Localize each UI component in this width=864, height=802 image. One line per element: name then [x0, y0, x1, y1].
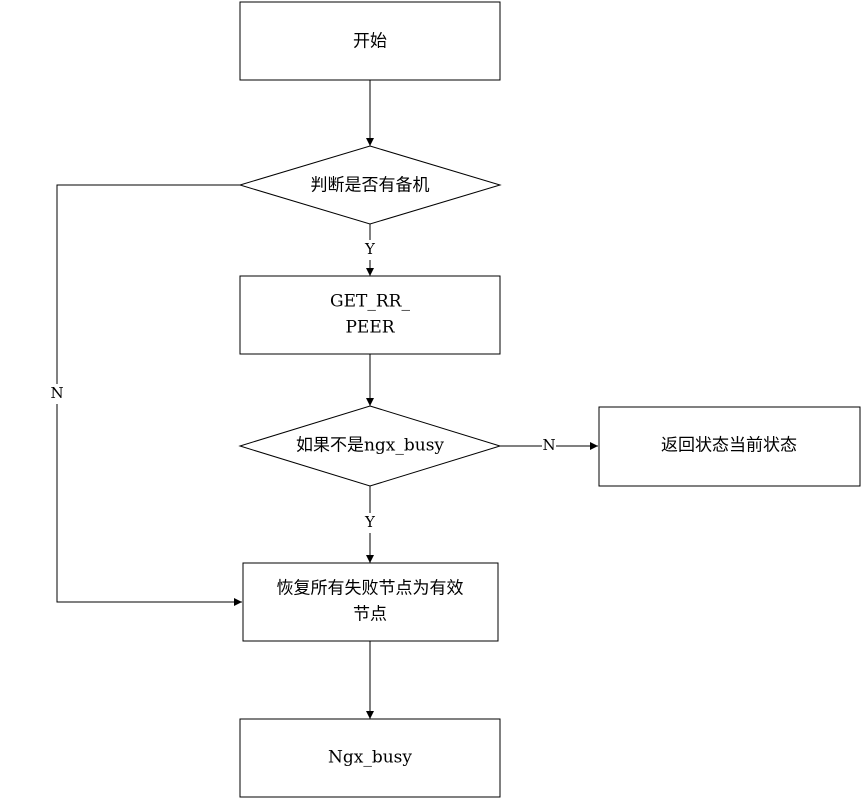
node-check-busy-label: 如果不是ngx_busy: [296, 436, 444, 456]
edge-label-backup-yes: Y: [363, 240, 377, 260]
node-return-state: 返回状态当前状态: [598, 406, 861, 487]
node-return-state-label: 返回状态当前状态: [661, 436, 797, 456]
edge-label-busy-no: N: [542, 436, 556, 456]
node-start-label: 开始: [353, 32, 387, 52]
node-get-rr-peer-label-line1: GET_RR_: [330, 292, 410, 312]
node-get-rr-peer: GET_RR_ PEER: [239, 275, 501, 355]
node-check-busy: 如果不是ngx_busy: [238, 405, 502, 487]
node-restore-nodes-label-line1: 恢复所有失败节点为有效: [277, 579, 464, 599]
node-restore-nodes-label-line2: 节点: [353, 605, 387, 625]
node-get-rr-peer-label-line2: PEER: [345, 318, 395, 338]
edge-label-backup-no: N: [50, 384, 64, 404]
edge-label-backup-yes-text: Y: [364, 240, 376, 258]
edge-label-busy-yes: Y: [363, 513, 377, 533]
edge-check-backup-no-to-restore: [56, 184, 242, 606]
edge-label-backup-no-text: N: [50, 384, 63, 402]
edge-label-busy-no-text: N: [542, 436, 555, 454]
edge-label-busy-yes-text: Y: [364, 513, 376, 531]
node-ngx-busy-label: Ngx_busy: [328, 748, 412, 768]
node-check-backup: 判断是否有备机: [238, 145, 502, 225]
node-restore-nodes: 恢复所有失败节点为有效 节点: [242, 562, 499, 642]
node-start: 开始: [239, 1, 501, 81]
node-check-backup-label: 判断是否有备机: [311, 176, 430, 196]
node-ngx-busy: Ngx_busy: [239, 718, 501, 798]
